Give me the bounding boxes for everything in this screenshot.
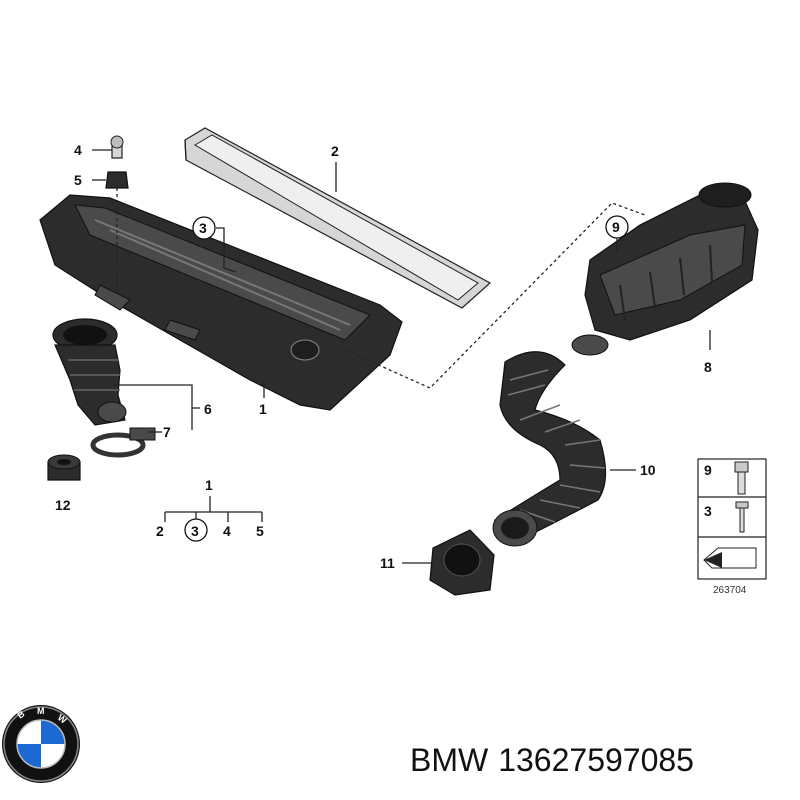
reference-number: 263704 — [713, 585, 747, 596]
callout-5: 5 — [74, 172, 82, 188]
tree-item-3: 3 — [191, 523, 199, 539]
svg-text:B: B — [15, 708, 26, 720]
callout-3: 3 — [199, 220, 207, 236]
callout-1: 1 — [259, 401, 267, 417]
tree-item-4: 4 — [223, 523, 231, 539]
leader-line-6 — [112, 384, 200, 430]
leader-line-3 — [216, 227, 237, 273]
hose-clamp — [90, 427, 156, 458]
bolt-and-grommet — [105, 135, 129, 292]
callout-10: 10 — [640, 462, 656, 478]
callout-11: 11 — [380, 555, 395, 571]
callout-3-circle — [192, 216, 216, 240]
caption-brand: BMW — [410, 742, 489, 778]
intake-hose — [492, 351, 607, 547]
air-filter-element — [184, 127, 492, 309]
callout-8: 8 — [704, 359, 712, 375]
rubber-grommet — [47, 454, 81, 481]
callout-4: 4 — [74, 142, 82, 158]
tree-item-5: 5 — [256, 523, 264, 539]
tree-root-1: 1 — [205, 477, 213, 493]
connector-sleeve — [429, 529, 495, 596]
callout-7: 7 — [163, 424, 171, 440]
callout-6: 6 — [204, 401, 212, 417]
legend-item-3: 3 — [704, 503, 712, 519]
callout-9: 9 — [612, 219, 620, 235]
callout-2: 2 — [331, 143, 339, 159]
bmw-logo: B M W — [2, 705, 80, 783]
assembly-tree — [164, 496, 263, 542]
dashed-connector — [344, 202, 646, 389]
svg-text:M: M — [37, 706, 45, 716]
air-filter-housing — [39, 194, 403, 411]
intake-boot — [52, 318, 127, 426]
air-resonator — [571, 182, 759, 356]
tree-item-2: 2 — [156, 523, 164, 539]
legend-item-9: 9 — [704, 462, 712, 478]
caption-part-number: 13627597085 — [498, 742, 694, 778]
fastener-legend — [697, 458, 767, 580]
callout-12: 12 — [55, 497, 71, 513]
